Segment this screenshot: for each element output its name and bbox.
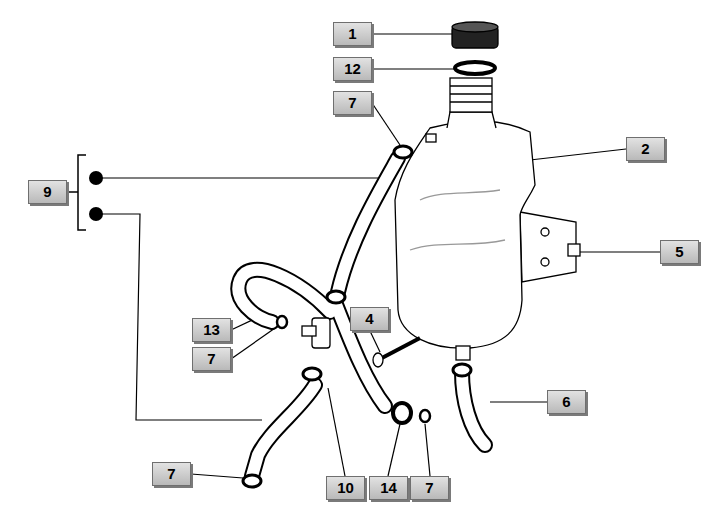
callout-number: 5 (660, 240, 699, 264)
callout-number: 7 (152, 462, 191, 486)
callout-number: 14 (369, 476, 408, 500)
callout-number: 13 (192, 318, 231, 342)
dot (89, 171, 103, 185)
callout-number: 7 (410, 476, 449, 500)
screw (373, 338, 420, 367)
callout-number: 2 (626, 137, 665, 161)
callout-number: 10 (326, 476, 365, 500)
callout-number: 9 (28, 180, 67, 204)
fittings (243, 146, 471, 487)
bracket-9 (67, 155, 86, 230)
leader-lines (96, 34, 660, 478)
tank (395, 78, 580, 360)
callout-number: 7 (333, 91, 372, 115)
cap (452, 22, 498, 74)
hoses (238, 158, 485, 476)
callout-number: 4 (350, 307, 389, 331)
callout-number: 1 (333, 22, 372, 46)
callout-number: 7 (192, 347, 231, 371)
callout-number: 6 (547, 390, 586, 414)
dot (89, 207, 103, 221)
callout-number: 12 (333, 57, 372, 81)
